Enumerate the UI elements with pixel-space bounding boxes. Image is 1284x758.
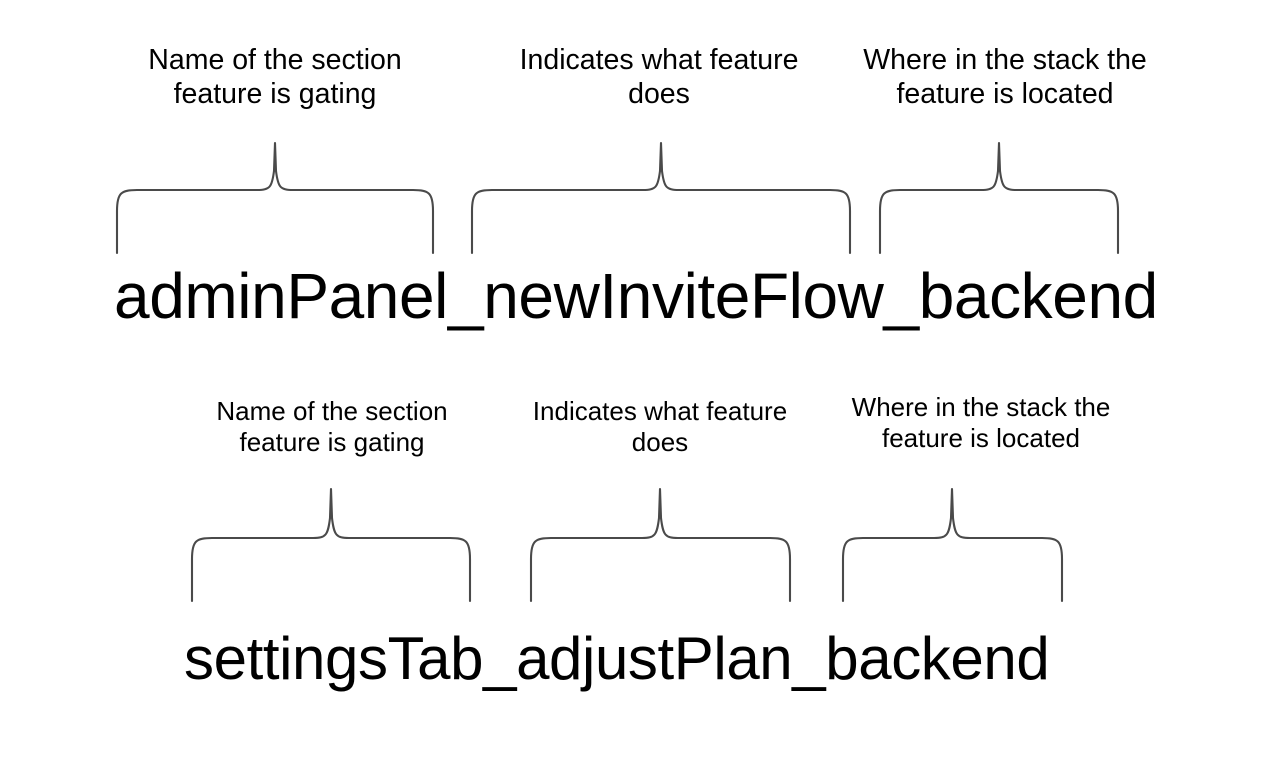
segment-caption-section: Name of the section feature is gating [148,44,402,110]
flag-name-example-1: adminPanel_newInviteFlow_backend [114,260,1158,332]
segment-caption-behavior: Indicates what feature does [519,44,799,110]
segment-caption-layer: Where in the stack the feature is locate… [863,44,1147,110]
flag-name-example-2: settingsTab_adjustPlan_backend [184,625,1050,692]
curly-brace-up-icon [190,487,472,603]
curly-brace-up-icon [878,141,1120,255]
segment-caption-behavior: Indicates what feature does [532,396,788,457]
curly-brace-up-icon [841,487,1064,603]
curly-brace-up-icon [470,141,852,255]
segment-caption-layer: Where in the stack the feature is locate… [851,392,1111,453]
curly-brace-up-icon [115,141,435,255]
segment-caption-section: Name of the section feature is gating [216,396,448,457]
curly-brace-up-icon [529,487,792,603]
